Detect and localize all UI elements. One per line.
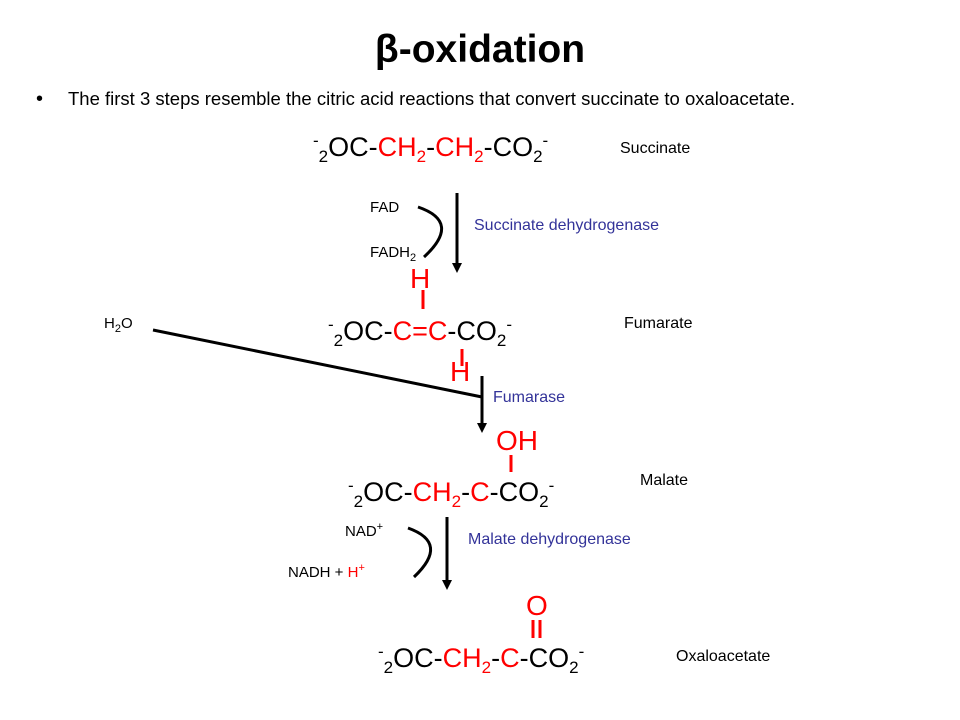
label-fad: FAD — [370, 199, 400, 216]
malate-oh: OH — [496, 425, 538, 456]
subscript: 2 — [353, 492, 364, 511]
formula-text: CO — [492, 132, 534, 162]
formula-text: OC — [343, 316, 384, 346]
label-succinate: Succinate — [620, 140, 691, 157]
formula-text: - — [447, 316, 457, 346]
superscript: + — [358, 562, 365, 574]
formula-text: - — [433, 643, 443, 673]
page-title: β-oxidation — [0, 28, 960, 72]
enzyme-succinate-dehydrogenase: Succinate dehydrogenase — [474, 217, 660, 234]
subscript: 2 — [114, 323, 121, 335]
subscript: 2 — [333, 331, 344, 350]
fadh-text: FADH — [370, 244, 411, 261]
formula-text: OC — [328, 132, 369, 162]
subscript: 2 — [410, 252, 417, 264]
fumarate-top-h: H — [410, 263, 431, 294]
bullet-text: The first 3 steps resemble the citric ac… — [68, 88, 795, 109]
formula-text: C — [500, 643, 520, 673]
formula-text: - — [368, 132, 378, 162]
formula-text: OC — [393, 643, 434, 673]
fumarate-formula: -2OC-C=C-CO2- — [328, 316, 512, 349]
label-fumarate: Fumarate — [624, 315, 693, 332]
formula-text-red: CH2 — [377, 132, 426, 166]
subscript: 2 — [533, 147, 543, 166]
label-oxaloacetate: Oxaloacetate — [676, 648, 771, 665]
oxaloacetate-formula: -2OC-CH2-C-CO2- — [378, 643, 584, 676]
fad-curve — [417, 205, 443, 259]
nad-curve — [407, 526, 433, 579]
charge: - — [313, 131, 319, 150]
formula-text-red: CH2 — [442, 643, 491, 677]
formula-text: C — [470, 477, 490, 507]
nad-text: NAD — [345, 523, 377, 540]
formula-text: CH — [442, 643, 482, 673]
formula-text: - — [519, 643, 529, 673]
label-nadh: NADH + H+ — [288, 562, 365, 581]
formula-text: - — [491, 643, 501, 673]
formula-text: - — [489, 477, 499, 507]
charge: - — [378, 642, 384, 661]
subscript: 2 — [481, 658, 492, 677]
label-fadh2: FADH2 — [370, 244, 416, 264]
water-o: O — [120, 315, 133, 332]
subscript: 2 — [383, 658, 394, 677]
plus-text: + — [330, 564, 348, 581]
enzyme-fumarase: Fumarase — [493, 389, 566, 406]
formula-text: - — [461, 477, 471, 507]
charge: - — [348, 476, 354, 495]
nadh-text: NADH — [288, 564, 331, 581]
charge: - — [328, 315, 334, 334]
charge: - — [506, 315, 513, 334]
formula-text: - — [426, 132, 436, 162]
subscript: 2 — [451, 492, 462, 511]
formula-text: OC — [363, 477, 404, 507]
subscript: 2 — [496, 331, 507, 350]
formula-text: CH — [377, 132, 417, 162]
title-text: -oxidation — [398, 28, 586, 71]
charge: - — [542, 131, 549, 150]
subscript: 2 — [474, 147, 484, 166]
malate-formula: -2OC-CH2-C-CO2- — [348, 477, 554, 510]
superscript: + — [376, 521, 384, 533]
subscript: 2 — [539, 492, 549, 511]
enzyme-malate-dehydrogenase: Malate dehydrogenase — [468, 531, 631, 548]
formula-text: - — [403, 477, 413, 507]
formula-text: - — [483, 132, 493, 162]
formula-text: C — [392, 316, 413, 346]
formula-text: CO — [498, 477, 540, 507]
formula-text: - — [383, 316, 393, 346]
formula-text: CO — [456, 316, 497, 346]
proton-h: H — [347, 564, 359, 581]
formula-text: CH — [435, 132, 475, 162]
subscript: 2 — [569, 658, 579, 677]
formula-text-red: CH2 — [412, 477, 461, 511]
label-nad: NAD+ — [345, 521, 383, 540]
fumarate-bottom-h: H — [450, 356, 471, 387]
subscript: 2 — [416, 147, 427, 166]
charge: - — [578, 642, 585, 661]
formula-text: =C — [412, 316, 448, 346]
succinate-formula: -2OC-CH2-CH2-CO2- — [313, 132, 548, 165]
subscript: 2 — [318, 147, 329, 166]
formula-text-red: C=C — [393, 316, 448, 346]
label-malate: Malate — [640, 472, 689, 489]
formula-text: CO — [528, 643, 570, 673]
beta-symbol: β — [374, 28, 399, 71]
water-h: H — [104, 315, 115, 332]
water-line — [152, 328, 483, 399]
label-water: H2O — [104, 315, 133, 335]
formula-text-red: CH2 — [435, 132, 483, 166]
bullet-dot: • — [36, 88, 44, 110]
charge: - — [548, 476, 555, 495]
formula-text: CH — [412, 477, 452, 507]
oxaloacetate-o: O — [526, 590, 548, 621]
